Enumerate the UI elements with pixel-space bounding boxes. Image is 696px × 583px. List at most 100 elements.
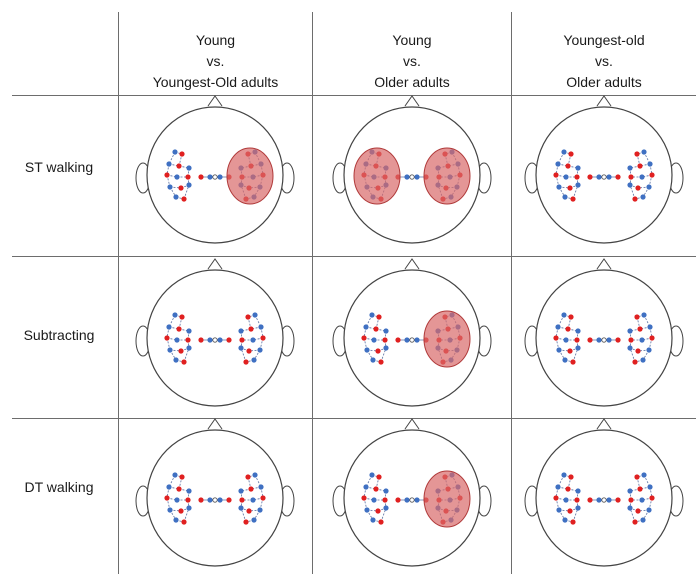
source-channel (375, 508, 381, 514)
source-channel (181, 359, 187, 365)
source-channel (649, 495, 655, 501)
source-channel (570, 359, 576, 365)
source-channel (179, 314, 185, 320)
head-map-cell (332, 95, 492, 244)
source-channel (632, 359, 638, 365)
detector-channel (575, 505, 581, 511)
source-channel (198, 497, 204, 503)
detector-channel (555, 161, 561, 167)
center-channel (601, 497, 607, 503)
nose-icon (596, 418, 612, 430)
detector-channel (596, 337, 602, 343)
center-channel (212, 174, 218, 180)
detector-channel (251, 357, 257, 363)
detector-channel (370, 517, 376, 523)
head-map-cell (524, 95, 684, 244)
column-header-line: Youngest-Old adults (152, 74, 279, 90)
detector-channel (186, 182, 192, 188)
right-hemisphere-highlight (423, 310, 471, 368)
source-channel (164, 335, 170, 341)
detector-channel (207, 497, 213, 503)
detector-channel (647, 484, 653, 490)
detector-channel (404, 497, 410, 503)
detector-channel (217, 337, 223, 343)
detector-channel (174, 174, 180, 180)
nose-icon (596, 95, 612, 107)
source-channel (635, 348, 641, 354)
head-map-cell (524, 258, 684, 407)
head-map (524, 258, 684, 407)
detector-channel (257, 507, 263, 513)
source-channel (570, 196, 576, 202)
right-hemisphere-highlight (423, 470, 471, 528)
source-channel (382, 337, 388, 343)
source-channel (395, 497, 401, 503)
detector-channel (167, 507, 173, 513)
detector-channel (238, 488, 244, 494)
detector-channel (173, 517, 179, 523)
detector-channel (186, 488, 192, 494)
detector-channel (238, 505, 244, 511)
source-channel (567, 185, 573, 191)
detector-channel (363, 324, 369, 330)
detector-channel (627, 328, 633, 334)
source-channel (176, 486, 182, 492)
grid-vline-2 (312, 12, 313, 574)
detector-channel (414, 497, 420, 503)
source-channel (615, 497, 621, 503)
source-channel (239, 337, 245, 343)
source-channel (632, 519, 638, 525)
detector-channel (627, 182, 633, 188)
detector-channel (596, 497, 602, 503)
source-channel (587, 497, 593, 503)
nose-icon (404, 95, 420, 107)
detector-channel (364, 347, 370, 353)
nose-icon (207, 418, 223, 430)
source-channel (634, 314, 640, 320)
detector-channel (414, 174, 420, 180)
detector-channel (250, 497, 256, 503)
row-label-subtracting: Subtracting (23, 327, 95, 343)
detector-channel (640, 517, 646, 523)
head-map (135, 95, 295, 244)
detector-channel (562, 194, 568, 200)
detector-channel (172, 149, 178, 155)
detector-channel (238, 328, 244, 334)
detector-channel (575, 182, 581, 188)
source-channel (568, 314, 574, 320)
source-channel (361, 335, 367, 341)
source-channel (649, 172, 655, 178)
head-map (135, 418, 295, 567)
source-channel (553, 172, 559, 178)
source-channel (565, 163, 571, 169)
source-channel (178, 508, 184, 514)
detector-channel (646, 184, 652, 190)
detector-channel (166, 324, 172, 330)
detector-channel (563, 174, 569, 180)
source-channel (179, 151, 185, 157)
detector-channel (217, 174, 223, 180)
detector-channel (563, 337, 569, 343)
detector-channel (575, 488, 581, 494)
detector-channel (207, 174, 213, 180)
detector-channel (641, 472, 647, 478)
detector-channel (186, 165, 192, 171)
source-channel (378, 359, 384, 365)
head-map (135, 258, 295, 407)
detector-channel (563, 497, 569, 503)
detector-channel (257, 347, 263, 353)
nose-icon (596, 258, 612, 270)
column-header-line: vs. (595, 53, 613, 69)
detector-channel (186, 328, 192, 334)
source-channel (164, 495, 170, 501)
detector-channel (383, 505, 389, 511)
detector-channel (556, 347, 562, 353)
detector-channel (371, 337, 377, 343)
source-channel (634, 151, 640, 157)
source-channel (176, 326, 182, 332)
detector-channel (251, 517, 257, 523)
source-channel (637, 486, 643, 492)
detector-channel (606, 174, 612, 180)
source-channel (568, 474, 574, 480)
source-channel (179, 474, 185, 480)
